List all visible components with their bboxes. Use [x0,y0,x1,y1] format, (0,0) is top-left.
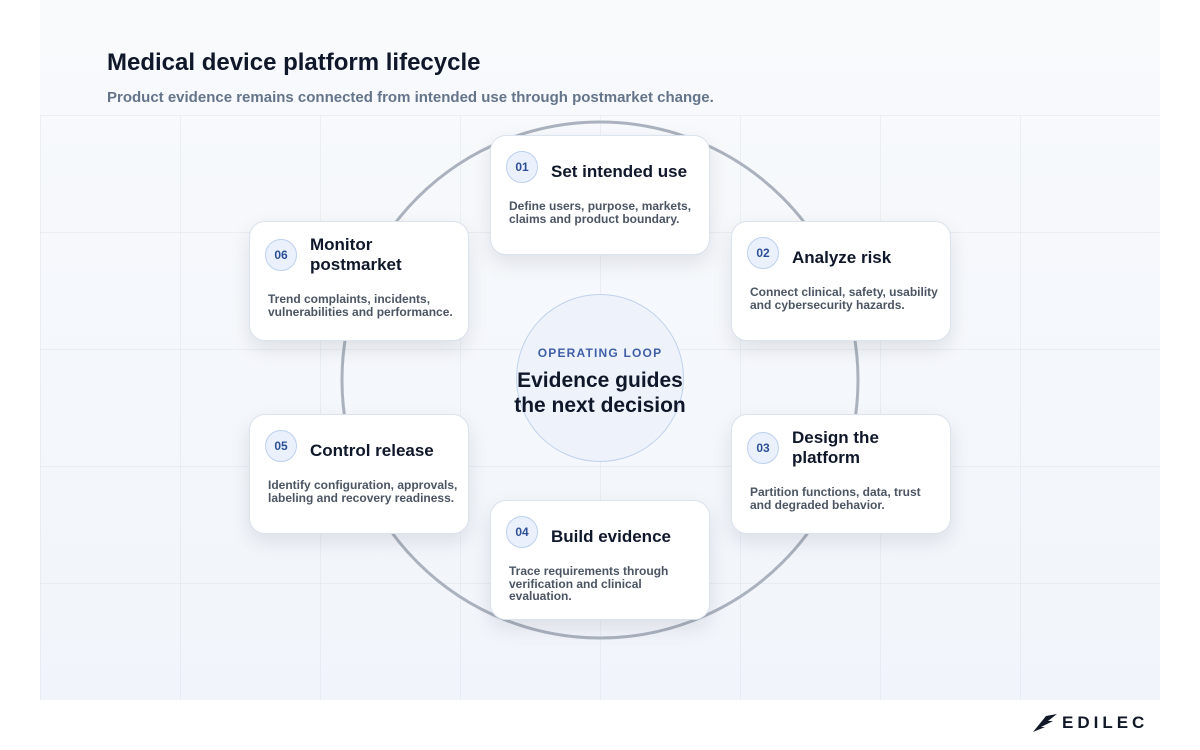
page-title: Medical device platform lifecycle [107,49,481,76]
step-card-design-the-platform: 03 Design the platform Partition functio… [731,414,951,534]
step-card-analyze-risk: 02 Analyze risk Connect clinical, safety… [731,221,951,341]
step-card-set-intended-use: 01 Set intended use Define users, purpos… [490,135,710,255]
edilec-swoosh-logo-icon [1033,714,1057,732]
step-description: Identify configuration, approvals, label… [268,478,458,505]
step-title: Design the platform [792,428,879,467]
step-number-badge: 02 [747,237,779,269]
step-description: Partition functions, data, trust and deg… [750,485,921,512]
brand-name: EDILEC [1062,713,1149,732]
step-title: Set intended use [551,162,688,181]
step-number-badge: 04 [506,516,538,548]
step-description: Connect clinical, safety, usability and … [750,285,938,312]
step-description: Trend complaints, incidents, vulnerabili… [268,292,453,319]
step-title: Build evidence [551,527,671,546]
step-description: Trace requirements through verification … [509,564,669,603]
step-number-badge: 01 [506,151,538,183]
step-card-control-release: 05 Control release Identify configuratio… [249,414,469,534]
step-title: Monitor postmarket [310,235,402,274]
step-card-build-evidence: 04 Build evidence Trace requirements thr… [490,500,710,620]
step-number-badge: 03 [747,432,779,464]
step-number-badge: 05 [265,430,297,462]
center-statement: Evidence guides the next decision [514,369,686,417]
page-subtitle: Product evidence remains connected from … [107,89,714,106]
step-card-monitor-postmarket: 06 Monitor postmarket Trend complaints, … [249,221,469,341]
step-number-badge: 06 [265,239,297,271]
edilec-brand-logo: EDILEC [1032,712,1148,734]
center-kicker: OPERATING LOOP [537,346,663,360]
step-title: Analyze risk [792,248,892,267]
step-title: Control release [310,441,434,460]
center-hub: OPERATING LOOP Evidence guides the next … [514,294,686,462]
step-description: Define users, purpose, markets, claims a… [509,199,692,226]
